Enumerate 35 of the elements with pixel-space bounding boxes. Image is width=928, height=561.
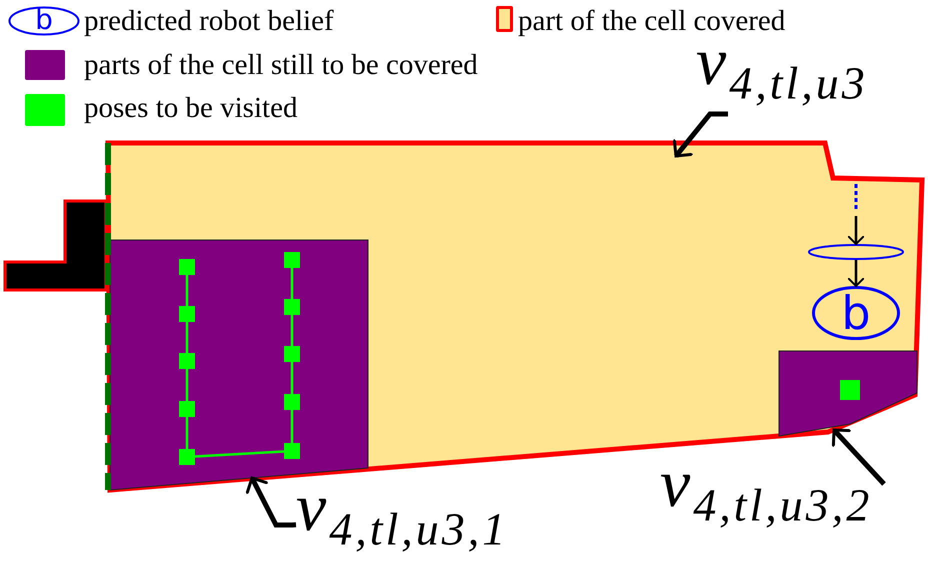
- pose-marker: [284, 346, 300, 362]
- pose-marker: [284, 394, 300, 410]
- math-label: v$_{4,tl,u3,1}$: [296, 476, 546, 561]
- legend-text: predicted robot belief: [84, 5, 334, 37]
- leader-arrow: [245, 476, 296, 528]
- arrow: [847, 260, 865, 287]
- pose-marker: [284, 299, 300, 315]
- pose-marker: [179, 401, 195, 417]
- pose-marker: [179, 306, 195, 322]
- pose-marker: [179, 449, 195, 465]
- arrow: [847, 216, 865, 245]
- path-line: [290, 315, 294, 346]
- path-line: [186, 369, 188, 401]
- belief-ellipse: [808, 244, 904, 260]
- uncovered-cell-part: [108, 238, 371, 492]
- pose-marker: [284, 252, 300, 268]
- path-line: [186, 275, 188, 306]
- pose-marker: [840, 380, 860, 400]
- pose-marker: [284, 443, 300, 459]
- math-label: v$_{4,tl,u3,2}$: [660, 452, 924, 537]
- path-line: [186, 322, 188, 353]
- path-line: [290, 410, 294, 443]
- path-line: [194, 450, 284, 458]
- belief-ellipse: b: [812, 286, 900, 340]
- leader-arrow: [832, 428, 886, 486]
- legend-text: poses to be visited: [84, 92, 298, 124]
- path-line: [186, 417, 188, 449]
- path-line: [290, 362, 294, 394]
- pose-marker: [179, 259, 195, 275]
- pose-marker: [179, 353, 195, 369]
- uncovered-cell-part: [777, 349, 919, 438]
- leader-arrow: [672, 112, 730, 158]
- legend-text: parts of the cell still to be covered: [84, 49, 478, 81]
- legend-symbol-letter: b: [34, 4, 54, 36]
- path-line: [290, 268, 294, 299]
